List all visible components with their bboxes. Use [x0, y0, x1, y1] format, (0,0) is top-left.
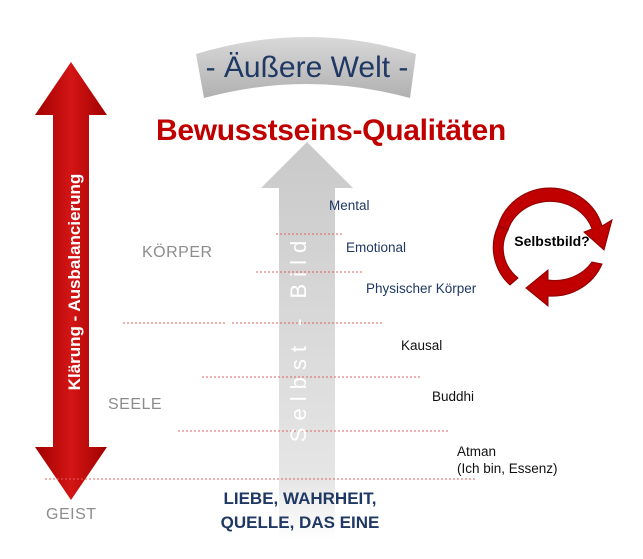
page-title: Bewusstseins-Qualitäten	[156, 114, 506, 147]
source-text: LIEBE, WAHRHEIT, QUELLE, DAS EINE	[190, 487, 410, 535]
self-image-arrow	[261, 142, 353, 540]
level-physical-body: Physischer Körper	[366, 281, 477, 296]
level-buddhi: Buddhi	[432, 389, 475, 404]
clarification-label: Klärung - Ausbalancierung	[65, 174, 84, 391]
clarification-arrow	[35, 62, 107, 500]
layer-body: KÖRPER	[142, 244, 213, 261]
source-line-2: QUELLE, DAS EINE	[220, 513, 380, 532]
outer-world-banner	[196, 37, 416, 98]
level-dividers	[45, 233, 476, 480]
self-image-label: Selbst - Bild	[286, 234, 311, 442]
outer-world-label: - Äußere Welt -	[206, 51, 409, 84]
cycle-label: Selbstbild?	[514, 233, 590, 249]
level-causal: Kausal	[401, 338, 443, 353]
layer-soul: SEELE	[108, 396, 163, 413]
level-mental: Mental	[329, 198, 370, 213]
source-line-1: LIEBE, WAHRHEIT,	[223, 489, 377, 508]
layer-spirit: GEIST	[46, 506, 97, 523]
cycle-arrow-bottom	[525, 261, 603, 308]
cycle-arrow-left	[492, 225, 519, 286]
level-atman-sub: (Ich bin, Essenz)	[457, 461, 558, 476]
level-atman: Atman	[457, 444, 497, 459]
cycle-arrow-top	[497, 187, 613, 251]
level-emotional: Emotional	[346, 240, 407, 255]
self-image-cycle	[492, 187, 613, 308]
